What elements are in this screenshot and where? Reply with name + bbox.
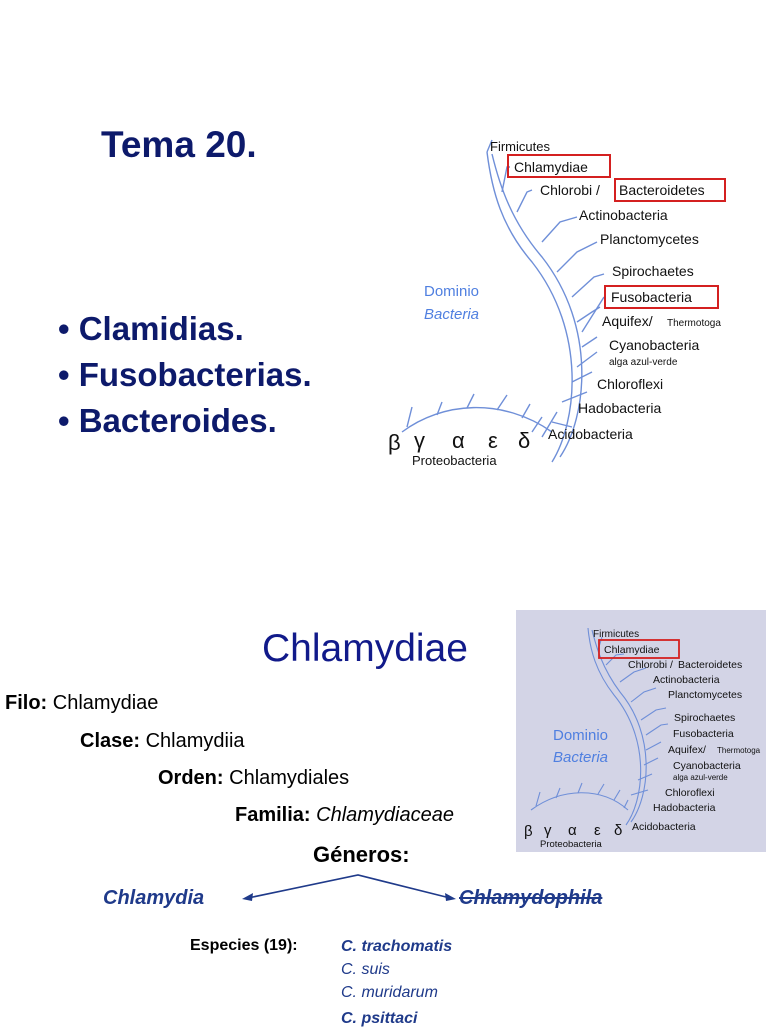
thumb-label-gamma: γ bbox=[544, 822, 552, 839]
thumb-label-alpha: α bbox=[568, 822, 577, 839]
thumb-label-planctomycetes: Planctomycetes bbox=[668, 689, 742, 701]
phylogenetic-tree-large: Firmicutes Chlamydiae Chlorobi / Bactero… bbox=[388, 139, 726, 468]
clase-label: Clase: bbox=[80, 730, 141, 752]
highlight-box-fusobacteria bbox=[604, 285, 719, 309]
label-gamma: γ bbox=[414, 428, 425, 453]
label-chlamydiae: Chlamydiae bbox=[514, 159, 588, 175]
label-actinobacteria: Actinobacteria bbox=[579, 207, 668, 223]
slide-title: Tema 20. bbox=[101, 124, 257, 165]
tree-branches bbox=[401, 139, 605, 463]
species-suis: C. suis bbox=[341, 961, 390, 978]
thumb-label-thermotoga: Thermotoga bbox=[717, 746, 761, 755]
label-bacteroidetes: Bacteroidetes bbox=[619, 182, 705, 198]
taxonomy-filo: Filo: Chlamydiae bbox=[5, 692, 158, 715]
thumb-label-beta: β bbox=[524, 823, 533, 840]
thumbnail-tree-branches bbox=[530, 627, 669, 826]
arrow-head-left bbox=[242, 893, 253, 901]
thumb-label-chlamydiae: Chlamydiae bbox=[604, 644, 660, 656]
label-delta: δ bbox=[518, 428, 530, 453]
taxonomy-familia: Familia: Chlamydiaceae bbox=[235, 804, 454, 827]
label-thermotoga: Thermotoga bbox=[667, 318, 721, 329]
thumb-label-firmicutes: Firmicutes bbox=[593, 629, 639, 640]
filo-value: Chlamydiae bbox=[52, 692, 159, 714]
label-hadobacteria: Hadobacteria bbox=[578, 400, 661, 416]
thumb-label-actinobacteria: Actinobacteria bbox=[653, 674, 720, 686]
generos-heading: Géneros: bbox=[313, 842, 410, 867]
thumb-label-spirochaetes: Spirochaetes bbox=[674, 712, 735, 724]
label-spirochaetes: Spirochaetes bbox=[612, 263, 694, 279]
thumb-highlight-box-chlamydiae bbox=[598, 639, 680, 659]
genus-chlamydophila: Chlamydophila bbox=[459, 887, 603, 909]
label-chlorobi: Chlorobi / bbox=[540, 182, 600, 198]
slide2-title: Chlamydiae bbox=[262, 627, 468, 670]
familia-label: Familia: bbox=[235, 804, 311, 826]
taxonomy-clase: Clase: Chlamydiia bbox=[80, 730, 245, 753]
thumb-label-delta: δ bbox=[614, 822, 622, 839]
label-alpha: α bbox=[452, 428, 465, 453]
thumb-label-acidobacteria: Acidobacteria bbox=[632, 821, 696, 833]
orden-value: Chlamydiales bbox=[229, 767, 350, 789]
label-proteobacteria: Proteobacteria bbox=[412, 453, 497, 468]
thumb-label-bacteroidetes: Bacteroidetes bbox=[678, 659, 742, 671]
thumb-label-fusobacteria: Fusobacteria bbox=[673, 728, 734, 740]
label-chloroflexi: Chloroflexi bbox=[597, 376, 663, 392]
taxonomy-orden: Orden: Chlamydiales bbox=[158, 767, 349, 790]
thumb-label-dominio: Dominio bbox=[553, 727, 608, 744]
bullet-clamidias: • Clamidias. bbox=[58, 310, 244, 347]
genus-chlamydia: Chlamydia bbox=[103, 887, 205, 909]
especies-label: Especies (19): bbox=[190, 937, 298, 954]
label-alga-azul-verde: alga azul-verde bbox=[609, 357, 678, 368]
species-psittaci: C. psittaci bbox=[341, 1010, 418, 1027]
thumb-label-bacteria-domain: Bacteria bbox=[553, 749, 608, 766]
thumb-label-chloroflexi: Chloroflexi bbox=[665, 787, 715, 799]
thumb-label-chlorobi: Chlorobi / bbox=[628, 659, 673, 671]
label-epsilon: ε bbox=[488, 428, 498, 453]
thumb-label-alga-azul-verde: alga azul-verde bbox=[673, 773, 728, 782]
label-planctomycetes: Planctomycetes bbox=[600, 231, 699, 247]
bullet-fusobacterias: • Fusobacterias. bbox=[58, 356, 312, 393]
arrow-head-right bbox=[445, 893, 456, 901]
label-firmicutes: Firmicutes bbox=[490, 139, 550, 154]
filo-label: Filo: bbox=[5, 692, 48, 714]
label-aquifex: Aquifex/ bbox=[602, 313, 653, 329]
genus-arrow-lines bbox=[247, 874, 451, 899]
thumb-label-proteobacteria: Proteobacteria bbox=[540, 839, 603, 850]
phylogenetic-tree-thumbnail: Firmicutes Chlamydiae Chlorobi / Bactero… bbox=[516, 610, 766, 852]
species-muridarum: C. muridarum bbox=[341, 984, 438, 1001]
thumb-label-cyanobacteria: Cyanobacteria bbox=[673, 760, 741, 772]
label-beta: β bbox=[388, 430, 401, 455]
label-dominio: Dominio bbox=[424, 283, 479, 300]
genus-arrows bbox=[242, 874, 456, 901]
label-fusobacteria: Fusobacteria bbox=[611, 289, 692, 305]
species-trachomatis: C. trachomatis bbox=[341, 938, 453, 955]
label-cyanobacteria: Cyanobacteria bbox=[609, 337, 699, 353]
orden-label: Orden: bbox=[158, 767, 224, 789]
thumb-label-aquifex: Aquifex/ bbox=[668, 744, 706, 756]
thumb-label-epsilon: ε bbox=[594, 822, 601, 839]
thumb-label-hadobacteria: Hadobacteria bbox=[653, 802, 716, 814]
clase-value: Chlamydiia bbox=[145, 730, 245, 752]
bullet-bacteroides: • Bacteroides. bbox=[58, 402, 277, 439]
familia-value: Chlamydiaceae bbox=[316, 804, 454, 826]
highlight-box-bacteroidetes bbox=[614, 178, 726, 202]
label-acidobacteria: Acidobacteria bbox=[548, 426, 633, 442]
highlight-box-chlamydiae bbox=[507, 154, 611, 178]
label-bacteria-domain: Bacteria bbox=[424, 306, 479, 323]
